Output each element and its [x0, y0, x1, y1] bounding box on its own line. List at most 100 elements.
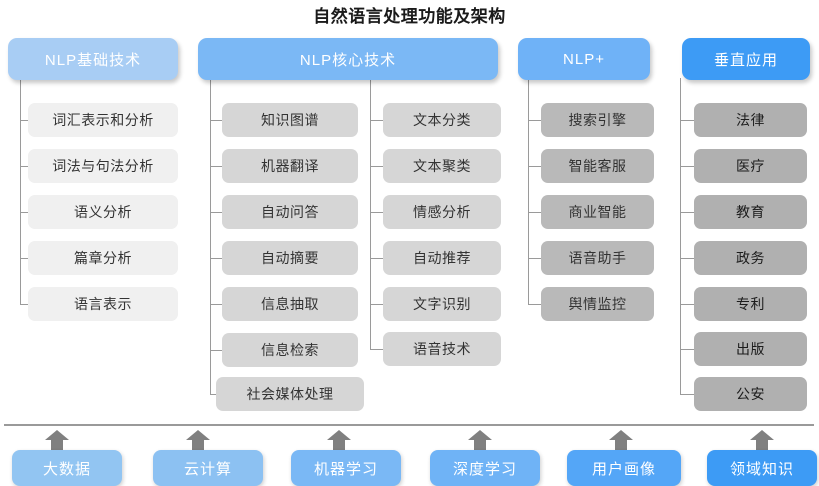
node-col2a-0[interactable]: 知识图谱: [222, 103, 358, 137]
node-col2b-4[interactable]: 文字识别: [383, 287, 501, 321]
node-col4-3-label: 政务: [736, 250, 765, 266]
node-col4-6[interactable]: 公安: [694, 377, 807, 411]
node-col2a-3-label: 自动摘要: [261, 250, 319, 266]
node-col2a-6[interactable]: 社会媒体处理: [216, 377, 364, 411]
node-col2b-1-label: 文本聚类: [413, 158, 471, 174]
connector-line-col3: [528, 78, 529, 304]
node-col1-0[interactable]: 词汇表示和分析: [28, 103, 178, 137]
node-col2b-2-label: 情感分析: [413, 204, 471, 220]
foundation-item-0[interactable]: 大数据: [12, 450, 122, 486]
node-col2b-4-label: 文字识别: [413, 296, 471, 312]
node-col2a-4[interactable]: 信息抽取: [222, 287, 358, 321]
stub-col4-6: [680, 394, 702, 395]
node-col2a-1-label: 机器翻译: [261, 158, 319, 174]
node-col2b-5[interactable]: 语音技术: [383, 332, 501, 366]
node-col4-1-label: 医疗: [736, 158, 765, 174]
node-col1-2[interactable]: 语义分析: [28, 195, 178, 229]
foundation-item-5[interactable]: 领域知识: [707, 450, 817, 486]
arrow-up-icon-5: [750, 430, 774, 450]
header-nlp-plus-label: NLP+: [563, 50, 605, 68]
node-col2a-6-label: 社会媒体处理: [246, 386, 334, 402]
node-col4-5[interactable]: 出版: [694, 332, 807, 366]
arrow-up-icon-4: [609, 430, 633, 450]
connector-line-col2a: [210, 78, 211, 394]
node-col3-2-label: 商业智能: [568, 204, 627, 220]
stub-col3-4: [528, 304, 550, 305]
header-nlp-core-label: NLP核心技术: [299, 51, 397, 69]
header-nlp-plus[interactable]: NLP+: [518, 38, 650, 80]
foundation-item-1-label: 云计算: [183, 460, 232, 478]
node-col3-0[interactable]: 搜索引擎: [541, 103, 654, 137]
node-col2a-3[interactable]: 自动摘要: [222, 241, 358, 275]
connector-line-col1: [20, 78, 21, 304]
arrow-up-icon-2: [327, 430, 351, 450]
arrow-up-icon-0: [45, 430, 69, 450]
stub-col4-1: [680, 166, 702, 167]
node-col3-0-label: 搜索引擎: [568, 112, 627, 128]
header-nlp-basic-label: NLP基础技术: [44, 51, 142, 69]
node-col3-4-label: 舆情监控: [568, 296, 627, 312]
node-col2b-0[interactable]: 文本分类: [383, 103, 501, 137]
foundation-item-0-label: 大数据: [42, 460, 91, 478]
node-col2a-1[interactable]: 机器翻译: [222, 149, 358, 183]
node-col2a-5-label: 信息检索: [261, 342, 319, 358]
foundation-item-3[interactable]: 深度学习: [430, 450, 540, 486]
node-col3-3[interactable]: 语音助手: [541, 241, 654, 275]
node-col2a-0-label: 知识图谱: [261, 112, 319, 128]
arrow-up-icon-3: [468, 430, 492, 450]
stub-col4-4: [680, 304, 702, 305]
connector-line-col2b: [370, 78, 371, 349]
node-col1-4[interactable]: 语言表示: [28, 287, 178, 321]
stub-col3-3: [528, 258, 550, 259]
node-col1-3-label: 篇章分析: [74, 250, 132, 266]
stub-col2b-5: [370, 349, 392, 350]
arrow-up-icon-1: [186, 430, 210, 450]
stub-col2b-0: [370, 120, 392, 121]
node-col4-1[interactable]: 医疗: [694, 149, 807, 183]
connector-line-col4: [680, 78, 681, 394]
page-title: 自然语言处理功能及架构: [313, 7, 506, 26]
node-col2b-3[interactable]: 自动推荐: [383, 241, 501, 275]
node-col2b-0-label: 文本分类: [413, 112, 471, 128]
node-col2a-2[interactable]: 自动问答: [222, 195, 358, 229]
node-col3-2[interactable]: 商业智能: [541, 195, 654, 229]
stub-col3-0: [528, 120, 550, 121]
node-col4-3[interactable]: 政务: [694, 241, 807, 275]
node-col4-0-label: 法律: [736, 112, 765, 128]
node-col1-1-label: 词法与句法分析: [52, 158, 154, 174]
stub-col4-5: [680, 349, 702, 350]
node-col3-1[interactable]: 智能客服: [541, 149, 654, 183]
node-col1-1[interactable]: 词法与句法分析: [28, 149, 178, 183]
foundation-item-1[interactable]: 云计算: [153, 450, 263, 486]
stub-col3-1: [528, 166, 550, 167]
node-col2b-2[interactable]: 情感分析: [383, 195, 501, 229]
foundation-item-3-label: 深度学习: [452, 460, 517, 478]
node-col1-4-label: 语言表示: [74, 296, 132, 312]
header-nlp-core[interactable]: NLP核心技术: [198, 38, 498, 80]
stub-col4-3: [680, 258, 702, 259]
stub-col4-2: [680, 212, 702, 213]
foundation-item-2[interactable]: 机器学习: [291, 450, 401, 486]
node-col3-4[interactable]: 舆情监控: [541, 287, 654, 321]
stub-col3-2: [528, 212, 550, 213]
foundation-item-4-label: 用户画像: [591, 460, 656, 478]
foundation-item-5-label: 领域知识: [729, 460, 794, 478]
foundation-item-2-label: 机器学习: [313, 460, 378, 478]
node-col3-1-label: 智能客服: [568, 158, 627, 174]
node-col4-4[interactable]: 专利: [694, 287, 807, 321]
node-col1-0-label: 词汇表示和分析: [52, 112, 154, 128]
node-col1-3[interactable]: 篇章分析: [28, 241, 178, 275]
stub-col2b-3: [370, 258, 392, 259]
node-col4-0[interactable]: 法律: [694, 103, 807, 137]
node-col4-2[interactable]: 教育: [694, 195, 807, 229]
node-col2b-1[interactable]: 文本聚类: [383, 149, 501, 183]
header-nlp-basic[interactable]: NLP基础技术: [8, 38, 178, 80]
node-col2a-5[interactable]: 信息检索: [222, 333, 358, 367]
node-col2b-3-label: 自动推荐: [413, 250, 471, 266]
node-col2a-2-label: 自动问答: [261, 204, 319, 220]
header-vertical-app-label: 垂直应用: [713, 51, 778, 69]
foundation-item-4[interactable]: 用户画像: [567, 450, 681, 486]
node-col2a-4-label: 信息抽取: [261, 296, 319, 312]
header-vertical-app[interactable]: 垂直应用: [682, 38, 810, 80]
